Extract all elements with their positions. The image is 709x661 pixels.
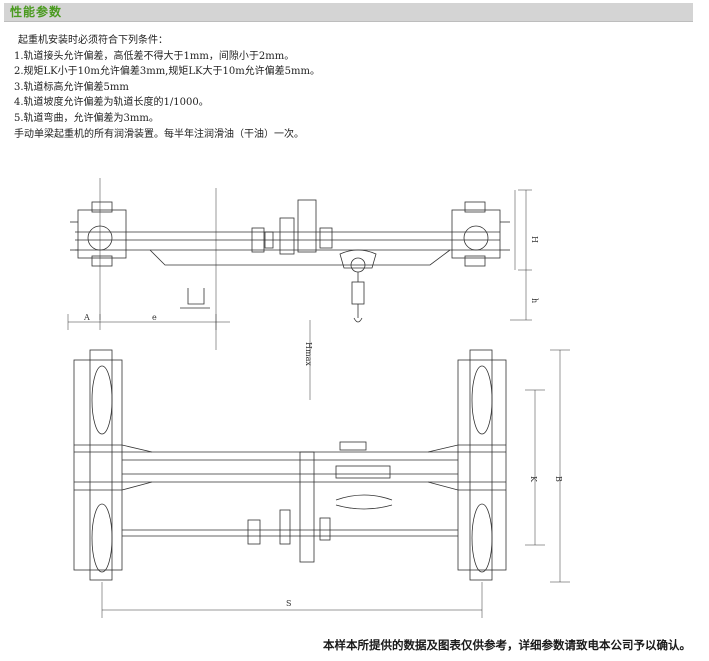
section-title: 性能参数 (10, 5, 63, 19)
dim-label-b: B (554, 476, 563, 482)
dim-label-s: S (286, 599, 291, 608)
dim-label-k: K (529, 476, 538, 483)
dim-label-e: e (152, 313, 157, 322)
crane-technical-drawing: H h A e Hmax K B S (67, 178, 570, 618)
dim-label-hmax: Hmax (304, 342, 313, 366)
dim-label-a: A (83, 313, 90, 322)
maintenance-note: 手动单梁起重机的所有润滑装置。每半年注润滑油（干油）一次。 (14, 128, 304, 140)
front-elevation-view (67, 178, 532, 350)
installation-conditions: 起重机安装时必须符合下列条件： 1.轨道接头允许偏差，高低差不得大于1mm，间隙… (14, 33, 614, 142)
disclaimer-note: 本样本所提供的数据及图表仅供参考，详细参数请致电本公司予以确认。 (323, 638, 691, 652)
dim-label-h-lower: h (530, 298, 539, 303)
condition-item-2: 2.规矩LK小于10m允许偏差3mm,规矩LK大于10m允许偏差5mm。 (14, 66, 321, 78)
condition-item-4: 4.轨道坡度允许偏差为轨道长度的1/1000。 (14, 97, 209, 109)
conditions-intro: 起重机安装时必须符合下列条件： (18, 35, 168, 46)
condition-item-5: 5.轨道弯曲，允许偏差为3mm。 (14, 112, 159, 124)
section-header-bar: 性能参数 (4, 3, 693, 22)
condition-item-1: 1.轨道接头允许偏差，高低差不得大于1mm，间隙小于2mm。 (14, 50, 295, 62)
plan-view (73, 349, 570, 618)
condition-item-3: 3.轨道标高允许偏差5mm (14, 81, 129, 93)
dim-label-h-upper: H (530, 236, 539, 243)
